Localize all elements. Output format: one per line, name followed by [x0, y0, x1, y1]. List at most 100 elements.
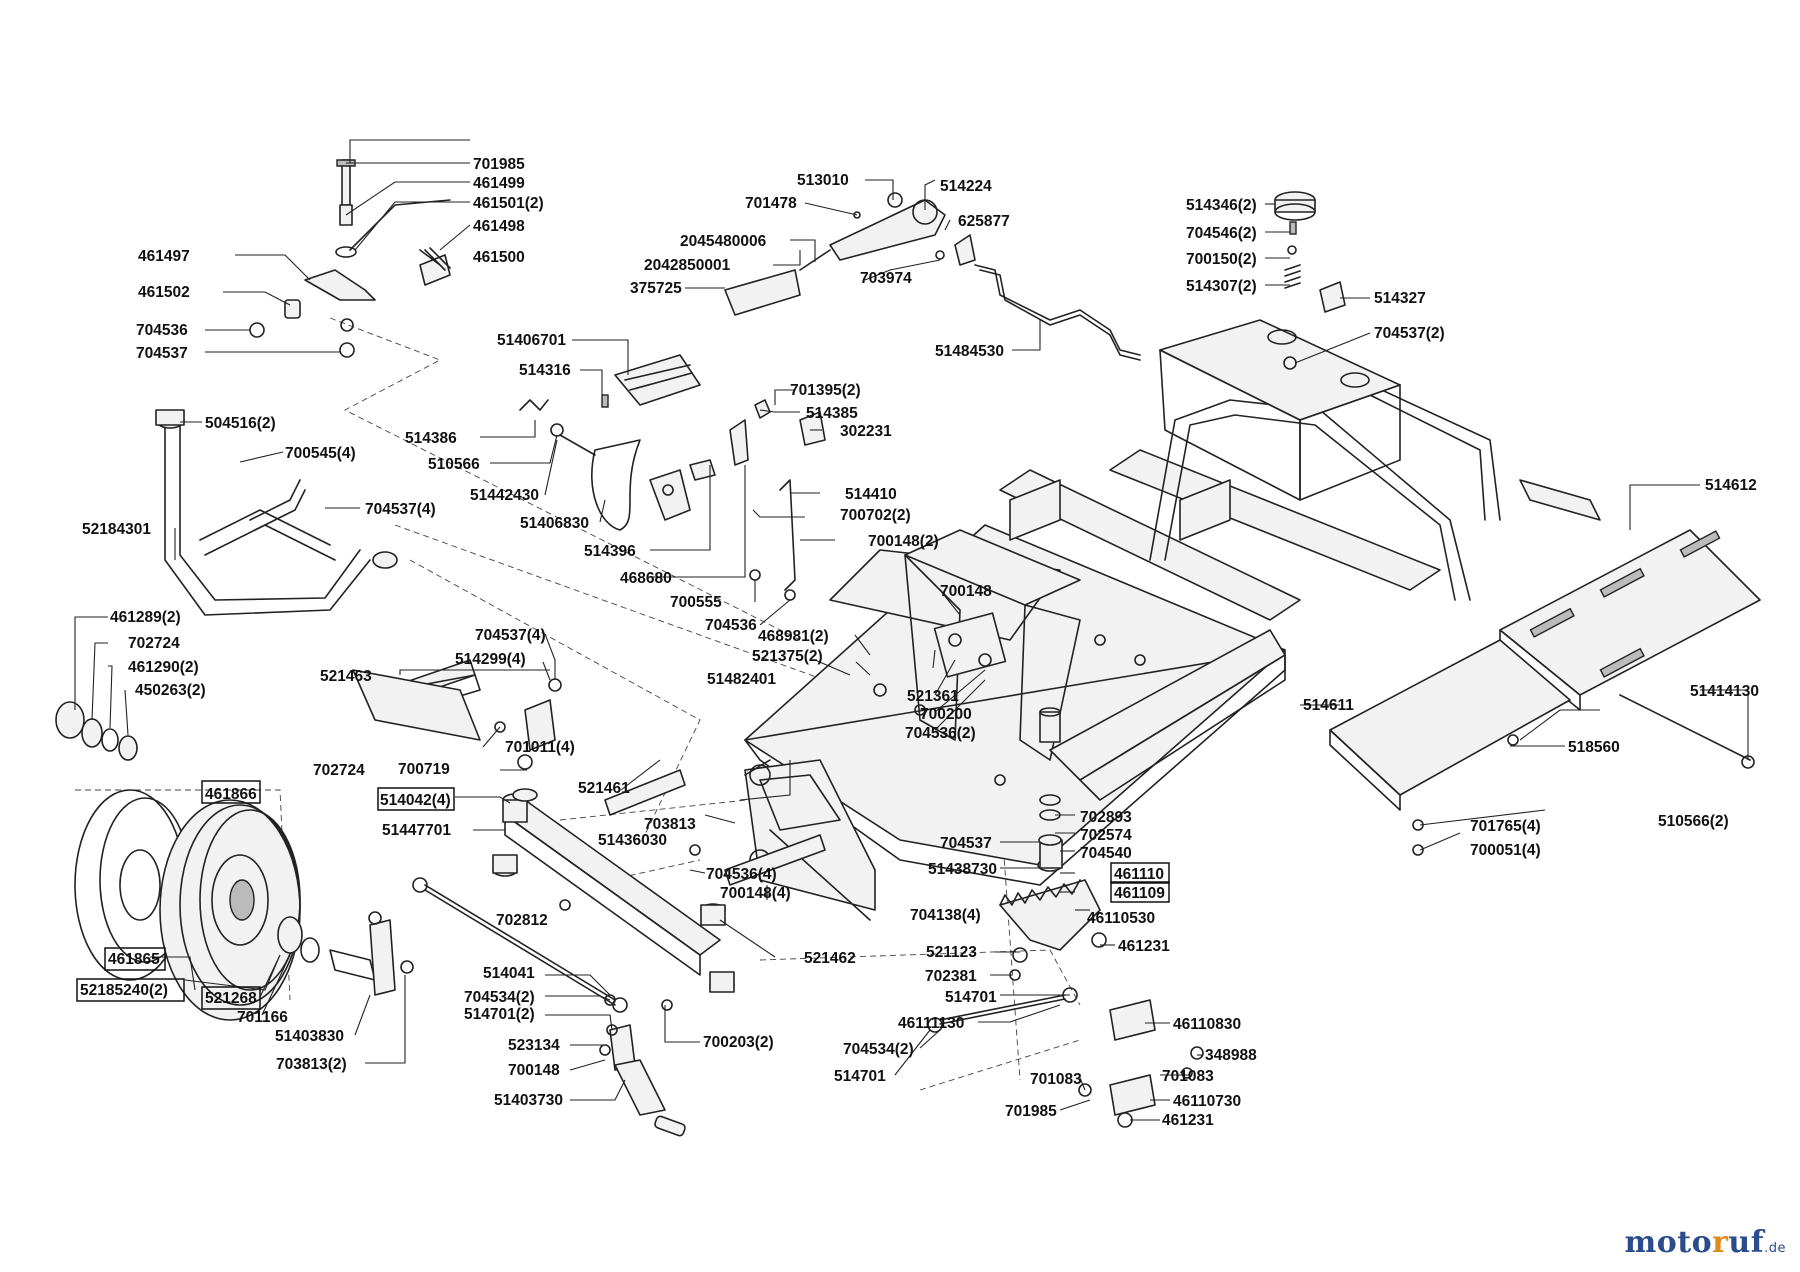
label-51406830: 51406830 [520, 515, 589, 532]
label-701083-b: 701083 [1162, 1068, 1214, 1085]
label-521463: 521463 [320, 668, 372, 685]
label-504516: 504516(2) [205, 415, 276, 432]
label-702381: 702381 [925, 968, 977, 985]
label-46111130: 46111130 [898, 1015, 964, 1032]
label-461865: 461865 [108, 951, 160, 968]
label-51414130: 51414130 [1690, 683, 1759, 700]
label-51484530: 51484530 [935, 343, 1004, 360]
leader-lines [74, 139, 1749, 1121]
label-514701: 514701 [945, 989, 997, 1006]
label-704537-c: 704537 [940, 835, 992, 852]
label-510566: 510566 [428, 456, 480, 473]
label-700719: 700719 [398, 761, 450, 778]
label-302231: 302231 [840, 423, 892, 440]
label-704537-4b: 704537(4) [475, 627, 546, 644]
label-461866: 461866 [205, 786, 257, 803]
label-701985-b: 701985 [1005, 1103, 1057, 1120]
label-51442430: 51442430 [470, 487, 539, 504]
watermark-tld: .de [1764, 1241, 1786, 1256]
label-51447701: 51447701 [382, 822, 451, 839]
label-2045480006: 2045480006 [680, 233, 767, 250]
label-514701-2: 514701(2) [464, 1006, 535, 1023]
label-700555: 700555 [670, 594, 722, 611]
label-boxes [76, 780, 1170, 1010]
label-461502: 461502 [138, 284, 190, 301]
label-704536: 704536 [136, 322, 188, 339]
label-702574: 702574 [1080, 827, 1132, 844]
tie-rods [412, 834, 1078, 1137]
label-704537-2: 704537(2) [1374, 325, 1445, 342]
label-700148-2: 700148(2) [868, 533, 939, 550]
label-521268: 521268 [205, 990, 257, 1007]
label-514042: 514042(4) [380, 792, 451, 809]
label-514327: 514327 [1374, 290, 1426, 307]
label-51436030: 51436030 [598, 832, 667, 849]
label-702812: 702812 [496, 912, 548, 929]
label-700051: 700051(4) [1470, 842, 1541, 859]
label-514396: 514396 [584, 543, 636, 560]
label-700545: 700545(4) [285, 445, 356, 462]
label-461500: 461500 [473, 249, 525, 266]
label-450263: 450263(2) [135, 682, 206, 699]
label-700702: 700702(2) [840, 507, 911, 524]
tank-parts [1274, 191, 1346, 370]
label-521123: 521123 [926, 944, 977, 961]
label-701765: 701765(4) [1470, 818, 1541, 835]
label-514410: 514410 [845, 486, 897, 503]
label-700148-4: 700148(4) [720, 885, 791, 902]
label-514224: 514224 [940, 178, 992, 195]
front-bumper [155, 409, 398, 616]
label-51482401: 51482401 [707, 671, 776, 688]
label-510566-2: 510566(2) [1658, 813, 1729, 830]
label-46110530: 46110530 [1087, 910, 1155, 927]
label-514611: 514611 [1303, 697, 1354, 714]
label-704537-4: 704537(4) [365, 501, 436, 518]
label-702893: 702893 [1080, 809, 1132, 826]
label-52184301: 52184301 [82, 521, 151, 538]
side-brackets [352, 669, 686, 1056]
label-461501: 461501(2) [473, 195, 544, 212]
label-700148-c: 700148 [508, 1062, 560, 1079]
label-461497: 461497 [138, 248, 190, 265]
label-700200: 700200 [920, 706, 972, 723]
label-523134: 523134 [508, 1037, 560, 1054]
label-514612: 514612 [1705, 477, 1757, 494]
label-468680: 468680 [620, 570, 672, 587]
label-700150: 700150(2) [1186, 251, 1257, 268]
label-701083-a: 701083 [1030, 1071, 1082, 1088]
label-701395: 701395(2) [790, 382, 861, 399]
watermark-logo: motoruf.de [1624, 1225, 1786, 1260]
label-701011: 701011(4) [505, 739, 575, 756]
label-625877: 625877 [958, 213, 1010, 230]
label-521462: 521462 [804, 950, 856, 967]
label-514307: 514307(2) [1186, 278, 1257, 295]
label-461231: 461231 [1118, 938, 1170, 955]
label-703974: 703974 [860, 270, 912, 287]
label-46110730: 46110730 [1173, 1093, 1241, 1110]
label-514316: 514316 [519, 362, 571, 379]
part-labels: 701985 461499 461501(2) 461498 461497 46… [80, 156, 1759, 1129]
label-461109: 461109 [1114, 885, 1165, 902]
label-704536-b: 704536 [705, 617, 757, 634]
label-461231-b: 461231 [1162, 1112, 1214, 1129]
watermark-moto: moto [1624, 1225, 1713, 1260]
watermark-r: r [1712, 1225, 1729, 1260]
label-348988: 348988 [1205, 1047, 1257, 1064]
brake-lever-assembly [724, 192, 1141, 361]
pedal-assembly [519, 354, 826, 601]
label-514299: 514299(4) [455, 651, 526, 668]
watermark-uf: uf [1728, 1225, 1765, 1260]
label-51438730: 51438730 [928, 861, 997, 878]
label-700148: 700148 [940, 583, 992, 600]
label-46110830: 46110830 [1173, 1016, 1241, 1033]
label-514346: 514346(2) [1186, 197, 1257, 214]
label-461290: 461290(2) [128, 659, 199, 676]
label-513010: 513010 [797, 172, 849, 189]
label-461289: 461289(2) [110, 609, 181, 626]
label-704534-2b: 704534(2) [843, 1041, 914, 1058]
label-521375: 521375(2) [752, 648, 823, 665]
chassis-frame [744, 319, 1601, 921]
label-704138: 704138(4) [910, 907, 981, 924]
label-701985: 701985 [473, 156, 525, 173]
